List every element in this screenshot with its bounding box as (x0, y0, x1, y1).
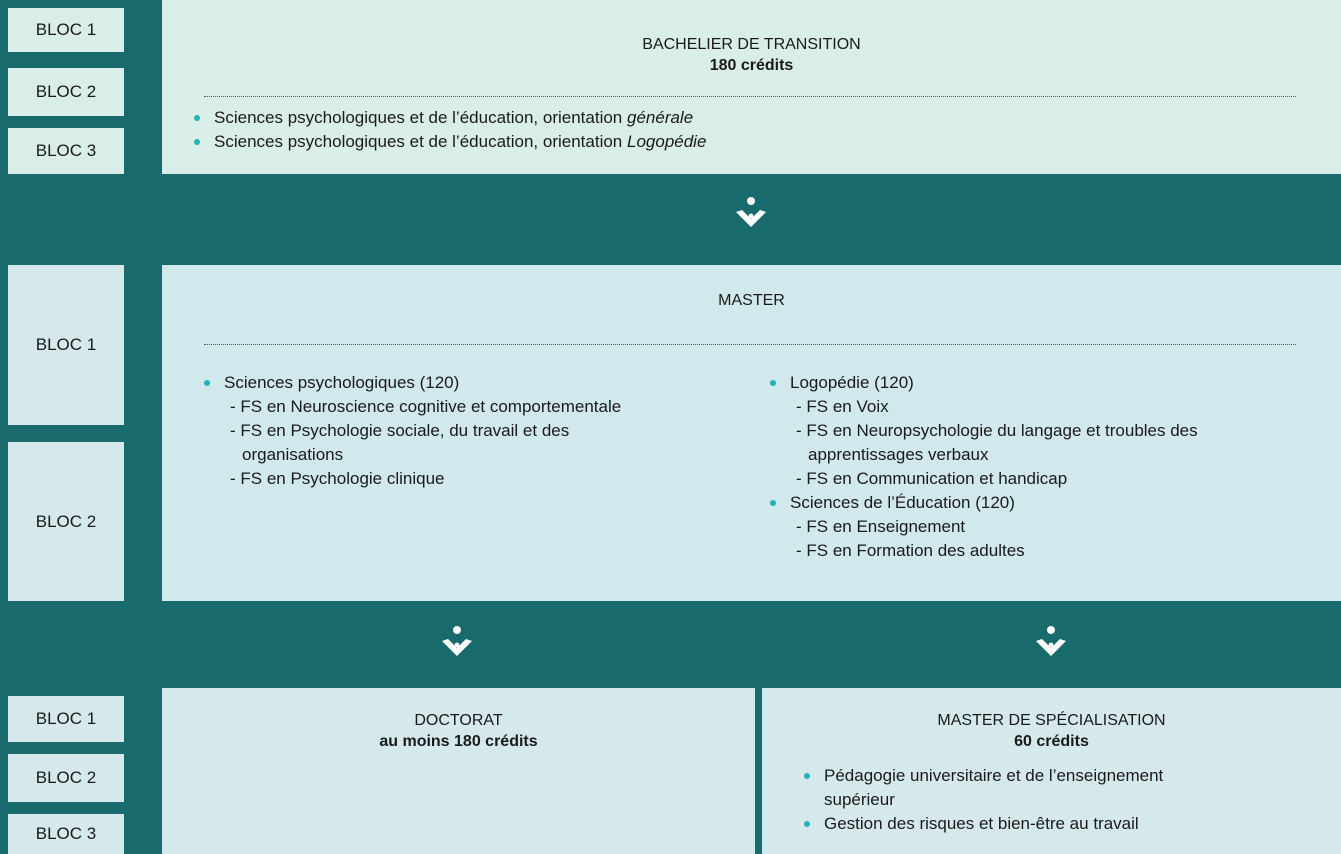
divider (204, 96, 1296, 97)
sub-list: - FS en Enseignement - FS en Formation d… (790, 515, 1198, 563)
sub-item: organisations (242, 445, 344, 464)
sub-item: - FS en Psychologie sociale, du travail … (230, 421, 570, 440)
list-item: Sciences psychologiques et de l’éducatio… (192, 130, 706, 154)
bachelier-panel: BACHELIER DE TRANSITION 180 crédits Scie… (162, 0, 1341, 174)
sub-item: - FS en Neuroscience cognitive et compor… (230, 397, 622, 416)
list-item: Gestion des risques et bien-être au trav… (802, 812, 1163, 836)
bachelier-bloc-3: BLOC 3 (8, 128, 124, 174)
doctorat-title-block: DOCTORAT au moins 180 crédits (162, 710, 755, 752)
item-heading: Sciences de l’Éducation (120) (790, 493, 1015, 512)
bachelier-title-block: BACHELIER DE TRANSITION 180 crédits (162, 34, 1341, 76)
item-text: Pédagogie universitaire et de l’enseigne… (824, 766, 1164, 785)
bachelier-credits: 180 crédits (709, 57, 794, 74)
down-arrow-icon (1036, 626, 1066, 656)
item-text: Gestion des risques et bien-être au trav… (824, 814, 1139, 833)
down-arrow-icon (736, 197, 766, 227)
master-spec-title: MASTER DE SPÉCIALISATION (937, 712, 1166, 729)
bloc-label: BLOC 1 (35, 709, 97, 728)
bloc-label: BLOC 2 (35, 82, 97, 101)
divider (204, 344, 1296, 345)
bloc-label: BLOC 3 (35, 824, 97, 843)
sub-item: - FS en Voix (796, 397, 889, 416)
bachelier-title: BACHELIER DE TRANSITION (642, 36, 861, 53)
item-text: supérieur (824, 790, 895, 809)
sub-item: - FS en Formation des adultes (796, 541, 1025, 560)
item-heading: Sciences psychologiques (120) (224, 373, 460, 392)
sub-list: - FS en Voix - FS en Neuropsychologie du… (790, 395, 1198, 491)
list-item: Sciences psychologiques et de l’éducatio… (192, 106, 706, 130)
item-text: Sciences psychologiques et de l’éducatio… (214, 132, 627, 151)
sub-item: - FS en Communication et handicap (796, 469, 1068, 488)
item-italic: générale (627, 108, 694, 127)
bachelier-list: Sciences psychologiques et de l’éducatio… (192, 106, 706, 154)
bloc-label: BLOC 1 (35, 20, 97, 39)
master-right-list: Logopédie (120) - FS en Voix - FS en Neu… (768, 371, 1198, 563)
sub-list: - FS en Neuroscience cognitive et compor… (224, 395, 621, 491)
item-italic: Logopédie (627, 132, 707, 151)
bachelier-bloc-1: BLOC 1 (8, 8, 124, 52)
master-spec-credits: 60 crédits (1014, 733, 1089, 750)
master-left-list: Sciences psychologiques (120) - FS en Ne… (202, 371, 621, 491)
down-arrow-icon (442, 626, 472, 656)
sub-item: apprentissages verbaux (808, 445, 989, 464)
master-spec-title-block: MASTER DE SPÉCIALISATION 60 crédits (762, 710, 1341, 752)
doctorat-panel: DOCTORAT au moins 180 crédits (162, 688, 755, 854)
bloc-label: BLOC 2 (35, 511, 97, 531)
bloc-label: BLOC 2 (35, 768, 97, 787)
bachelier-bloc-2: BLOC 2 (8, 68, 124, 116)
doctorat-bloc-3: BLOC 3 (8, 814, 124, 854)
list-item: Sciences de l’Éducation (120) - FS en En… (768, 491, 1198, 563)
doctorat-bloc-1: BLOC 1 (8, 696, 124, 742)
master-title: MASTER (718, 292, 785, 309)
item-heading: Logopédie (120) (790, 373, 914, 392)
master-bloc-1: BLOC 1 (8, 265, 124, 425)
list-item: Sciences psychologiques (120) - FS en Ne… (202, 371, 621, 491)
sub-item: - FS en Psychologie clinique (230, 469, 445, 488)
doctorat-credits: au moins 180 crédits (379, 733, 538, 750)
list-item: Pédagogie universitaire et de l’enseigne… (802, 764, 1163, 812)
master-panel: MASTER Sciences psychologiques (120) - F… (162, 265, 1341, 601)
master-bloc-2: BLOC 2 (8, 442, 124, 601)
sub-item: - FS en Neuropsychologie du langage et t… (796, 421, 1198, 440)
master-spec-list: Pédagogie universitaire et de l’enseigne… (802, 764, 1163, 836)
bloc-label: BLOC 1 (35, 335, 97, 354)
doctorat-title: DOCTORAT (414, 712, 503, 729)
doctorat-bloc-2: BLOC 2 (8, 754, 124, 802)
bloc-label: BLOC 3 (35, 141, 97, 160)
item-text: Sciences psychologiques et de l’éducatio… (214, 108, 627, 127)
list-item: Logopédie (120) - FS en Voix - FS en Neu… (768, 371, 1198, 491)
master-spec-panel: MASTER DE SPÉCIALISATION 60 crédits Péda… (762, 688, 1341, 854)
sub-item: - FS en Enseignement (796, 517, 966, 536)
